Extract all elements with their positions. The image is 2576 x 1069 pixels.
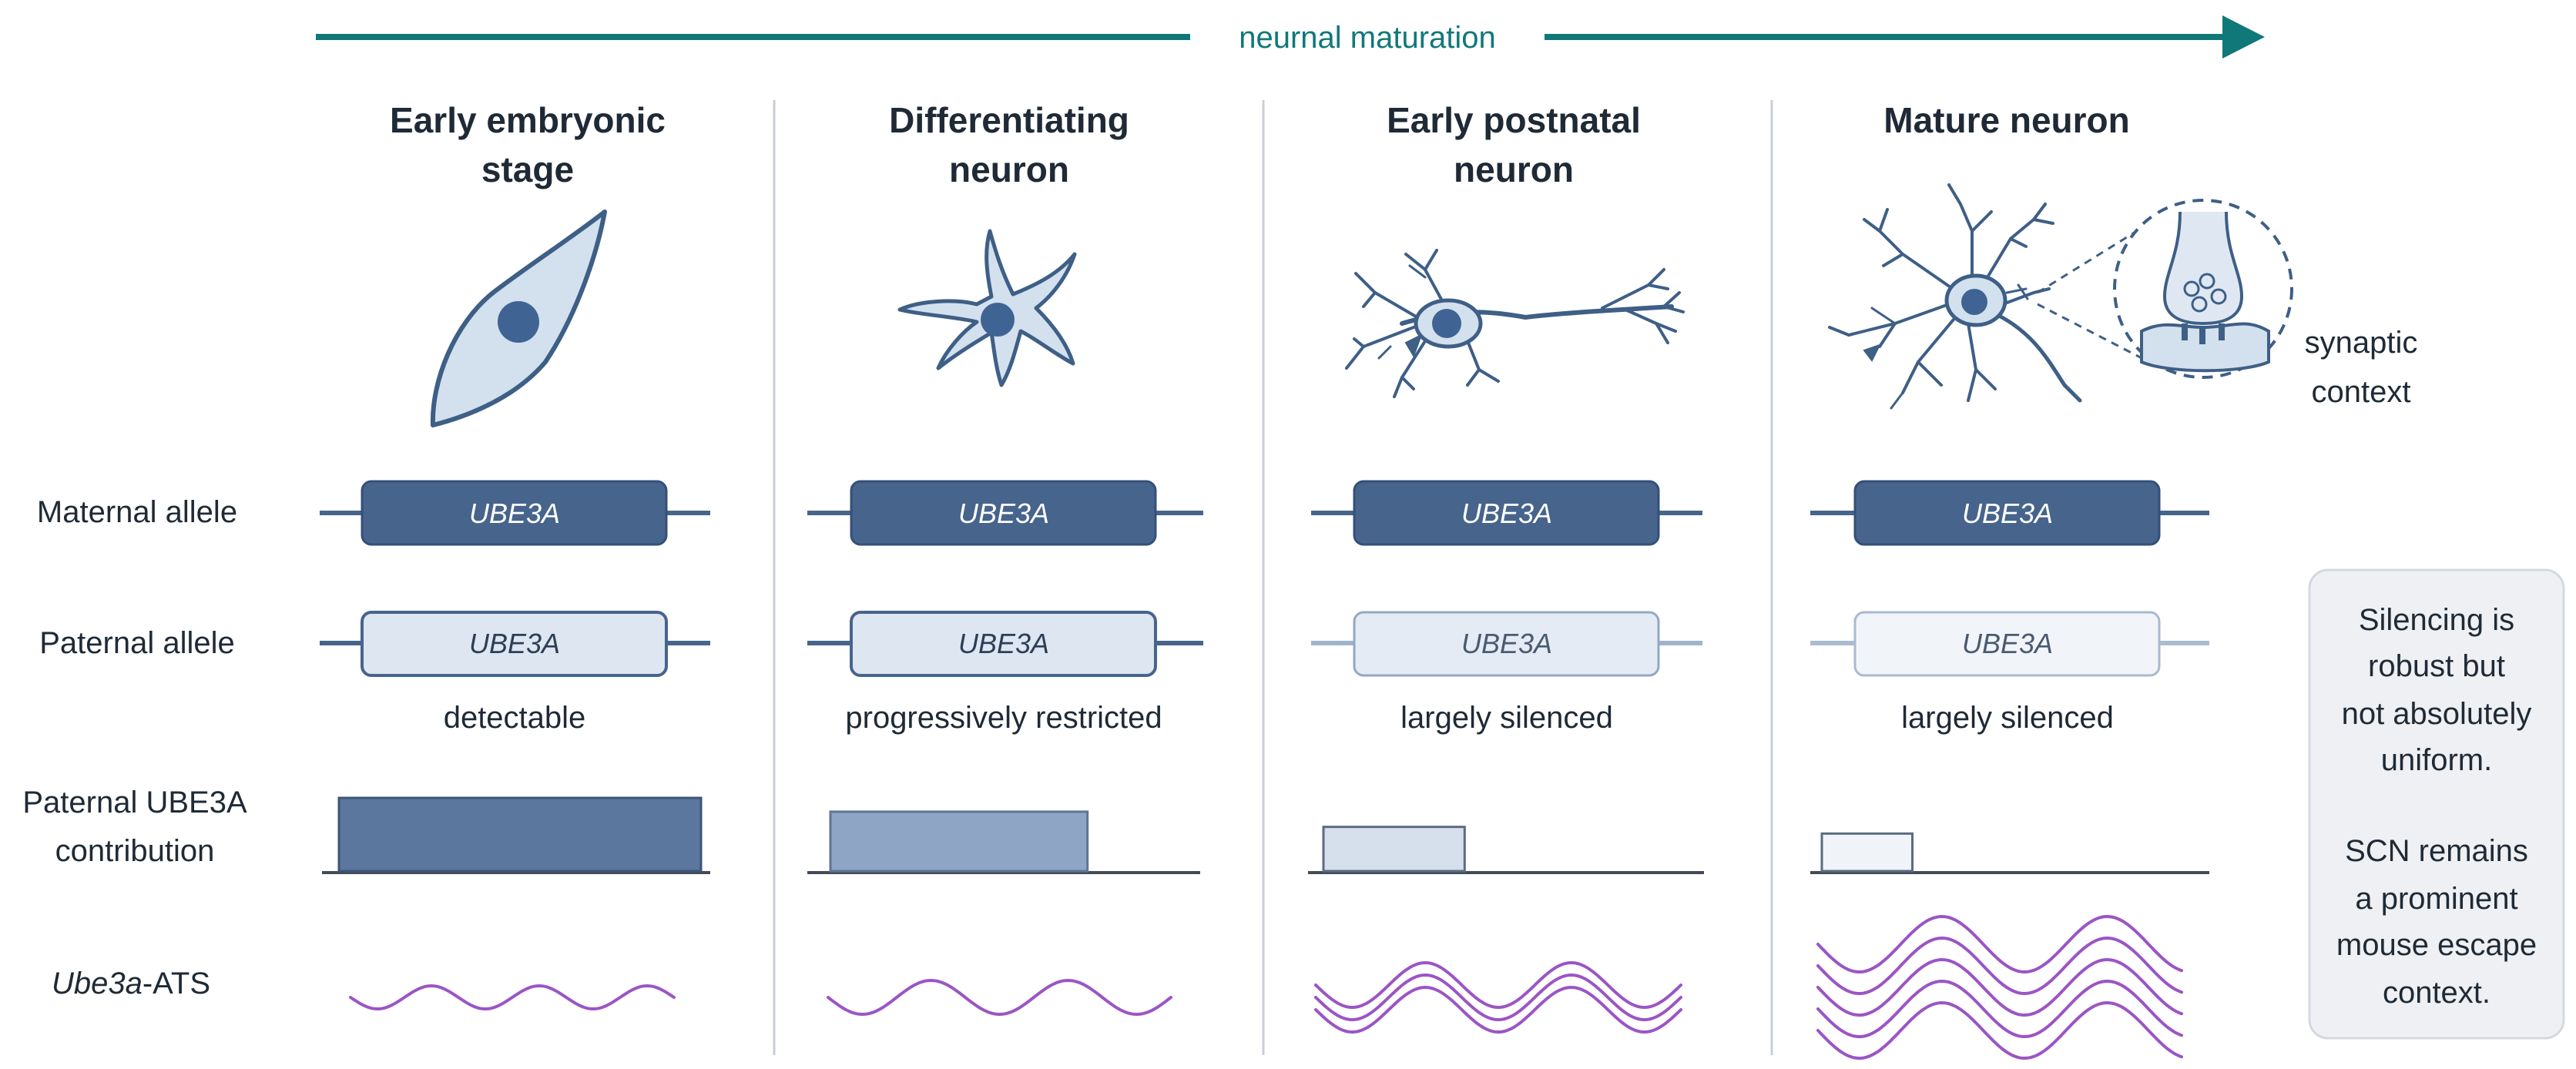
maternal-gene-label-1: UBE3A xyxy=(469,498,560,529)
stage-2-title-line2: neuron xyxy=(949,149,1069,189)
paternal-contribution-label-line2: contribution xyxy=(55,834,215,868)
maternal-gene-label-4: UBE3A xyxy=(1962,498,2053,529)
maternal-gene-box-2 xyxy=(850,480,1157,546)
progenitor-cell-icon xyxy=(430,209,607,427)
paternal-allele-row: UBE3A UBE3A UBE3A UBE3A xyxy=(320,611,2209,677)
ats-wave-3-line-3 xyxy=(1314,985,1682,1034)
synaptic-context-label-line1: synaptic xyxy=(2305,326,2418,360)
paternal-gene-label-1: UBE3A xyxy=(469,628,560,659)
stage-2-title-line1: Differentiating xyxy=(889,100,1129,140)
timeline-arrowhead xyxy=(2222,15,2265,59)
paternal-allele-label: Paternal allele xyxy=(39,626,235,660)
ats-wave-3-line-2 xyxy=(1314,973,1682,1022)
paternal-status-4: largely silenced xyxy=(1901,701,2114,735)
paternal-contribution-label-line1: Paternal UBE3A xyxy=(22,786,247,819)
paternal-status-1: detectable xyxy=(444,701,586,735)
maternal-gene-box-1 xyxy=(361,480,668,546)
note-para1-line4: uniform. xyxy=(2381,743,2493,777)
ats-wave-4-line-5 xyxy=(1816,1000,2183,1061)
note-para1-line3: not absolutely xyxy=(2342,697,2532,731)
note-para2-line2: a prominent xyxy=(2355,882,2517,916)
timeline-label: neurnal maturation xyxy=(1239,21,1496,55)
ats-wave-1-line-1 xyxy=(349,984,676,1011)
ube3a-ats-suffix: -ATS xyxy=(143,967,210,1000)
ats-wave-2-line-1 xyxy=(827,978,1172,1017)
paternal-gene-label-4: UBE3A xyxy=(1962,628,2053,659)
paternal-gene-label-2: UBE3A xyxy=(958,628,1049,659)
ats-wave-4-line-4 xyxy=(1816,979,2183,1039)
contribution-bar-3 xyxy=(1322,826,1466,873)
stage-1-title-line1: Early embryonic xyxy=(390,100,666,140)
contribution-row xyxy=(322,796,2209,874)
maternal-gene-box-3 xyxy=(1353,480,1660,546)
paternal-status-row: detectable progressively restricted larg… xyxy=(444,701,2114,735)
paternal-gene-box-3 xyxy=(1353,611,1660,677)
maternal-gene-label-3: UBE3A xyxy=(1461,498,1552,529)
ube3a-ats-italic: Ube3a xyxy=(52,967,143,1000)
maternal-gene-label-2: UBE3A xyxy=(958,498,1049,529)
column-separators xyxy=(773,100,1773,1055)
ats-wave-4-line-3 xyxy=(1816,957,2183,1017)
note-para1-line1: Silencing is xyxy=(2359,603,2514,637)
paternal-status-3: largely silenced xyxy=(1400,701,1613,735)
stage-titles: Early embryonic stage Differentiating ne… xyxy=(390,100,2130,189)
row-labels: Maternal allele Paternal allele Paternal… xyxy=(22,495,247,1000)
stage-4-title-line1: Mature neuron xyxy=(1883,100,2129,140)
postnatal-neuron-icon xyxy=(1345,249,1685,398)
note-para2-line3: mouse escape xyxy=(2336,928,2537,962)
note-box: Silencing is robust but not absolutely u… xyxy=(2308,568,2565,1040)
synaptic-zoom-inset xyxy=(2037,199,2293,379)
differentiating-neuron-icon xyxy=(897,229,1077,387)
note-box-background xyxy=(2308,568,2565,1040)
ats-wave-4-line-2 xyxy=(1816,936,2183,996)
contribution-bar-2 xyxy=(829,810,1089,873)
ats-wave-4-line-1 xyxy=(1816,914,2183,974)
stage-3-title-line2: neuron xyxy=(1454,149,1574,189)
note-para1-line2: robust but xyxy=(2368,649,2505,683)
maternal-allele-row: UBE3A UBE3A UBE3A UBE3A xyxy=(320,480,2209,546)
paternal-gene-label-3: UBE3A xyxy=(1461,628,1552,659)
maternal-gene-box-4 xyxy=(1853,480,2161,546)
note-para2-line1: SCN remains xyxy=(2345,834,2528,868)
maturation-timeline: neurnal maturation xyxy=(316,15,2265,59)
stage-1-title-line2: stage xyxy=(481,149,574,189)
contribution-bar-4 xyxy=(1820,832,1914,873)
paternal-status-2: progressively restricted xyxy=(845,701,1162,735)
note-para2-line4: context. xyxy=(2383,976,2490,1010)
paternal-gene-box-4 xyxy=(1853,611,2161,677)
ats-wave-3-line-1 xyxy=(1314,960,1682,1010)
maternal-allele-label: Maternal allele xyxy=(37,495,237,529)
ats-wave-row xyxy=(349,914,2183,1061)
contribution-bar-1 xyxy=(337,796,703,873)
ube3a-ats-label: Ube3a-ATS xyxy=(52,967,210,1000)
stage-3-title-line1: Early postnatal xyxy=(1387,100,1641,140)
paternal-gene-box-1 xyxy=(361,611,668,677)
paternal-gene-box-2 xyxy=(850,611,1157,677)
synaptic-context-label-line2: context xyxy=(2312,375,2411,409)
mature-neuron-icon xyxy=(1828,183,2082,410)
